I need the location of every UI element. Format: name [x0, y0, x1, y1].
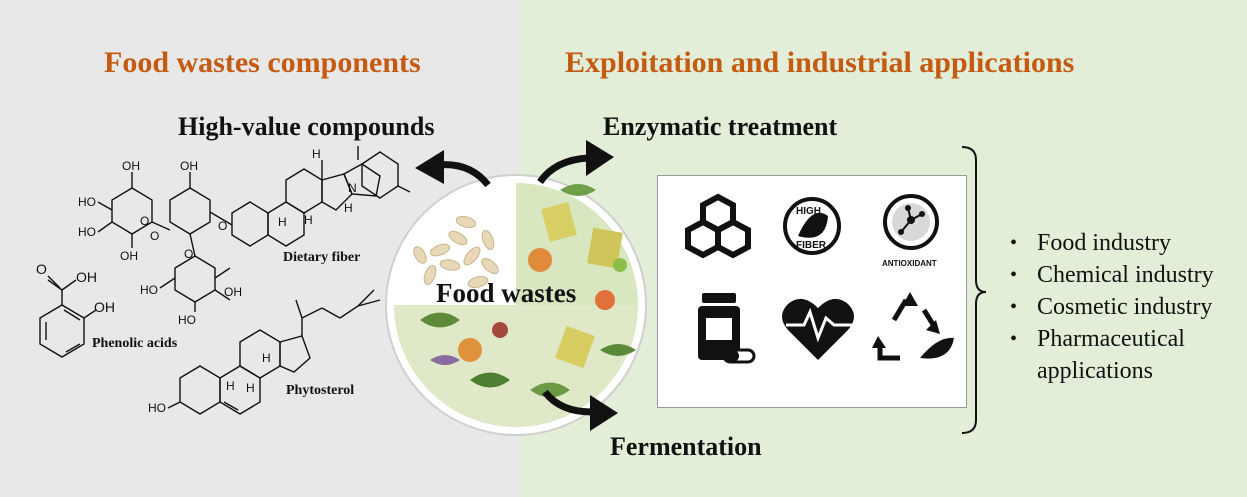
dietary-fiber-atom-labels: HO HO OH OH OH O O O O HO HO OH N H H H …: [78, 147, 357, 327]
svg-text:O: O: [150, 229, 159, 243]
icons-box: [657, 175, 967, 408]
title-exploitation: Exploitation and industrial applications: [565, 46, 1075, 79]
svg-text:HO: HO: [148, 401, 166, 415]
phytosterol-atom-labels: HO H H H: [148, 351, 271, 415]
label-fermentation: Fermentation: [610, 432, 762, 461]
svg-text:N: N: [348, 181, 357, 195]
application-item: Pharmaceutical applications: [1008, 323, 1237, 387]
food-waste-plate: [385, 174, 647, 436]
svg-text:OH: OH: [76, 269, 97, 285]
label-high-value-compounds: High-value compounds: [178, 112, 435, 141]
application-item: Cosmetic industry: [1008, 291, 1237, 323]
phenolic-acid-structure: [39, 275, 97, 358]
svg-text:O: O: [36, 261, 47, 277]
application-item: Chemical industry: [1008, 259, 1237, 291]
svg-text:OH: OH: [94, 299, 115, 315]
label-phytosterol: Phytosterol: [286, 383, 355, 398]
svg-text:O: O: [218, 219, 227, 233]
svg-text:H: H: [226, 379, 235, 393]
svg-text:H: H: [278, 215, 287, 229]
svg-text:H: H: [304, 213, 313, 227]
svg-text:O: O: [184, 247, 193, 261]
svg-text:O: O: [140, 214, 149, 228]
svg-text:HO: HO: [178, 313, 196, 327]
title-food-wastes-components: Food wastes components: [104, 46, 421, 79]
dietary-fiber-structure: [97, 146, 411, 312]
svg-text:HO: HO: [78, 195, 96, 209]
svg-text:OH: OH: [180, 159, 198, 173]
phytosterol-structure: [167, 289, 381, 415]
label-dietary-fiber: Dietary fiber: [283, 250, 361, 265]
svg-text:HO: HO: [78, 225, 96, 239]
application-item: Food industry: [1008, 227, 1237, 259]
applications-bracket: [961, 146, 987, 434]
label-food-wastes: Food wastes: [436, 278, 577, 308]
arrow-to-enzymatic-icon: [537, 140, 614, 185]
svg-text:HO: HO: [140, 283, 158, 297]
arrow-to-fermentation-icon: [542, 389, 618, 431]
svg-text:OH: OH: [224, 285, 242, 299]
applications-list: Food industry Chemical industry Cosmetic…: [1008, 227, 1237, 387]
label-phenolic-acids: Phenolic acids: [92, 336, 178, 351]
svg-text:H: H: [344, 201, 353, 215]
svg-text:H: H: [312, 147, 321, 161]
svg-text:OH: OH: [122, 159, 140, 173]
svg-text:H: H: [246, 381, 255, 395]
svg-text:H: H: [262, 351, 271, 365]
label-enzymatic-treatment: Enzymatic treatment: [603, 112, 838, 141]
phenolic-acid-atom-labels: O OH OH: [36, 261, 115, 315]
arrow-to-high-value-icon: [415, 150, 491, 188]
svg-text:OH: OH: [120, 249, 138, 263]
